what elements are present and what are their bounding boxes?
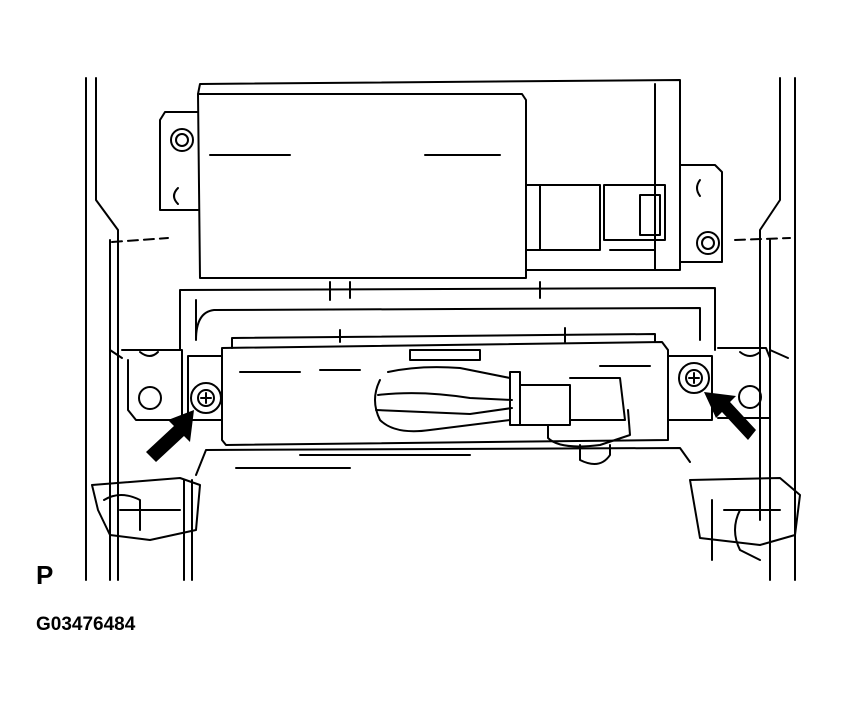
mounting-hole-icon [138, 386, 162, 410]
wire-harness [374, 366, 631, 465]
lower-unit [187, 333, 713, 446]
console-side-rails [85, 77, 796, 581]
arrow-to-left-screw [146, 410, 194, 462]
mounting-hole-icon [738, 385, 762, 409]
mounting-hole-icon [696, 231, 720, 255]
screw-icon [190, 382, 222, 414]
side-brackets [109, 347, 789, 421]
screw-right [678, 362, 710, 394]
figure-code: G03476484 [36, 614, 136, 635]
arrow-to-right-screw [704, 392, 756, 440]
screw-left [190, 382, 222, 414]
arrow-pointer-icon [146, 410, 194, 462]
arrow-pointer-icon [704, 392, 756, 440]
screw-icon [678, 362, 710, 394]
view-label: P [36, 560, 54, 590]
mounting-bracket [179, 281, 716, 351]
lower-console [91, 447, 801, 561]
mounting-hole-icon [170, 128, 194, 152]
upper-module [111, 79, 791, 279]
